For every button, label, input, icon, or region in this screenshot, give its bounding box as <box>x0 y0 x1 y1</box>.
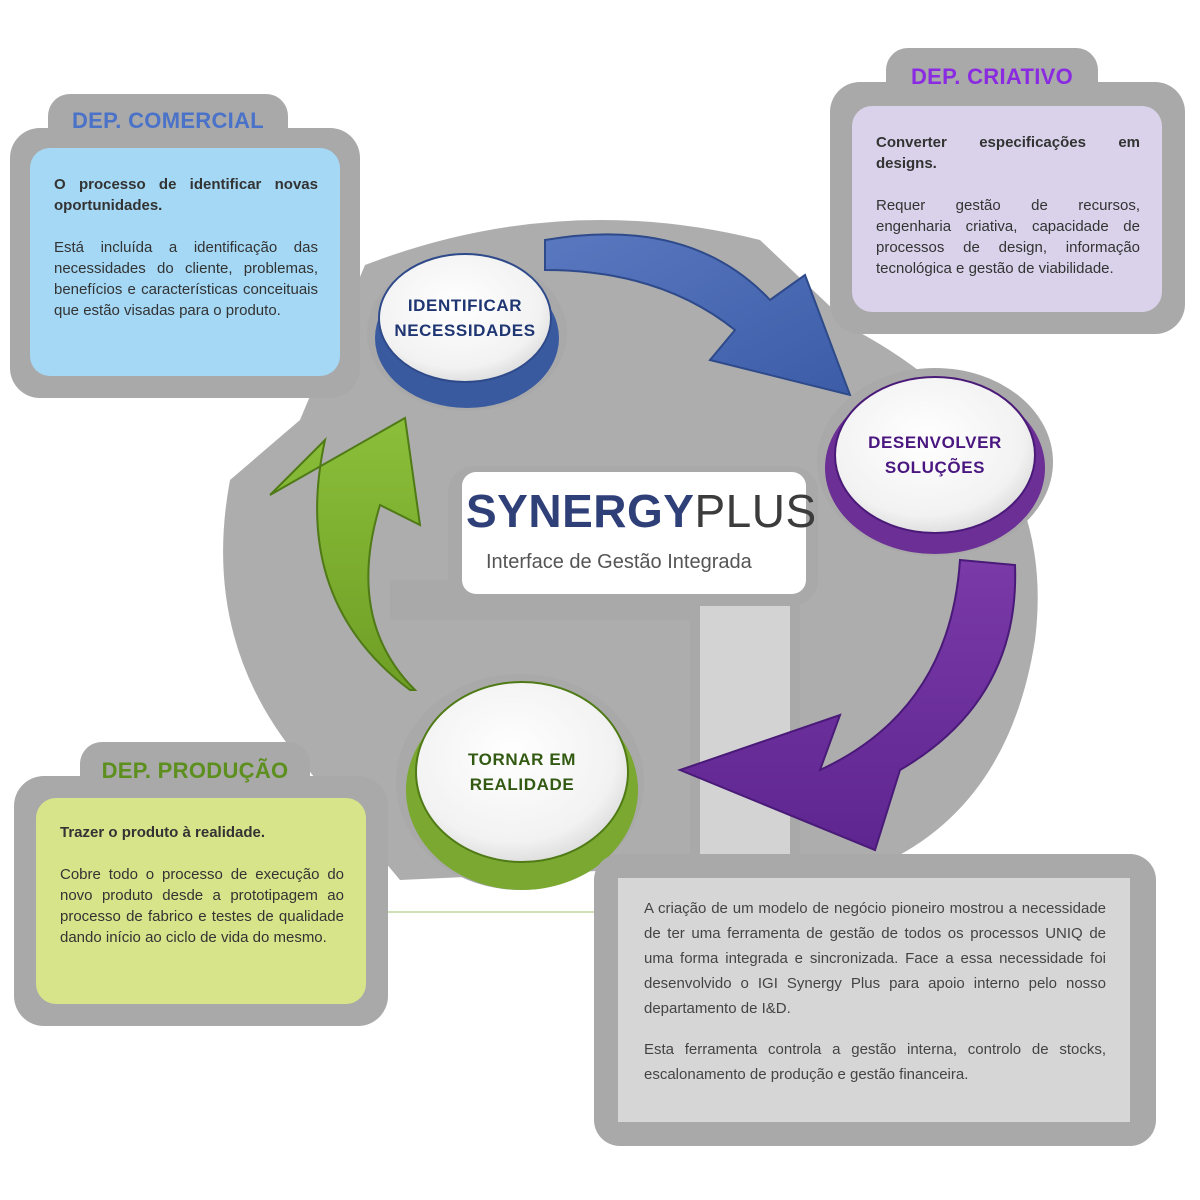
logo-text: SYNERGYPLUS <box>466 484 817 538</box>
circle-identificar-disc <box>378 253 552 383</box>
connector-vertical-frame <box>690 585 700 885</box>
dept-comercial-panel: O processo de identificar novas oportuni… <box>30 148 340 376</box>
description-panel: A criação de um modelo de negócio pionei… <box>618 878 1130 1122</box>
dept-comercial-title: DEP. COMERCIAL <box>71 108 265 133</box>
dept-criativo-lead: Converter especificações em designs. <box>876 134 1140 172</box>
dept-producao-panel: Trazer o produto à realidade. Cobre todo… <box>36 798 366 1004</box>
logo-panel <box>462 472 806 594</box>
description-paragraph-1: A criação de um modelo de negócio pionei… <box>644 900 1106 1017</box>
dept-comercial-body: Está incluída a identificação das necess… <box>54 239 318 319</box>
circle-desenvolver-disc <box>834 376 1036 534</box>
dept-producao-body: Cobre todo o processo de execução do nov… <box>60 866 344 946</box>
connector-vertical <box>700 585 790 885</box>
description-paragraph-2: Esta ferramenta controla a gestão intern… <box>644 1041 1106 1083</box>
dept-criativo-body: Requer gestão de recursos, engenharia cr… <box>876 197 1140 277</box>
arrow-blue <box>544 233 852 397</box>
circle-tornar-disc <box>415 681 629 863</box>
dept-producao-lead: Trazer o produto à realidade. <box>60 824 266 841</box>
dept-criativo-title: DEP. CRIATIVO <box>910 64 1073 89</box>
dept-producao-title: DEP. PRODUÇÃO <box>101 758 289 783</box>
logo-suffix: PLUS <box>694 485 817 537</box>
dept-comercial-lead: O processo de identificar novas oportuni… <box>54 176 318 214</box>
logo-name: SYNERGY <box>466 485 695 537</box>
arrow-green <box>269 416 422 691</box>
dept-criativo-panel: Converter especificações em designs. Req… <box>852 106 1162 312</box>
arrow-purple <box>677 558 1017 852</box>
logo-subtitle: Interface de Gestão Integrada <box>486 551 752 573</box>
